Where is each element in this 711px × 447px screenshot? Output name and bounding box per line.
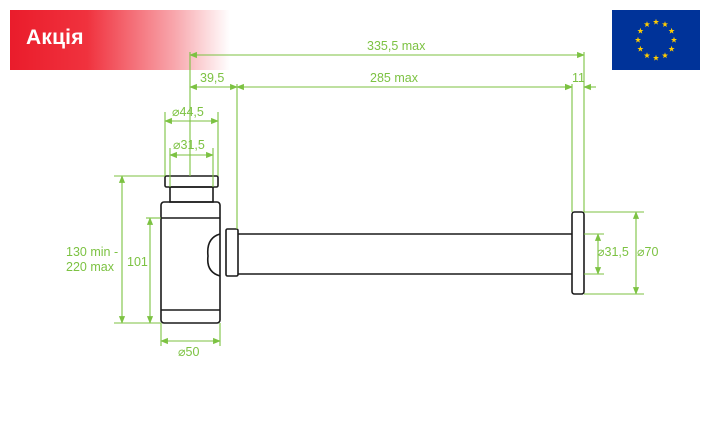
promo-label: Акція <box>26 26 84 49</box>
eu-flag-icon <box>612 10 700 70</box>
flag-star <box>661 52 669 59</box>
flag-star <box>668 45 675 52</box>
dim-total-length: 335,5 max <box>367 39 426 53</box>
dim-inner-diameter: ⌀31,5 <box>173 138 205 152</box>
dim-flange-thickness: 11 <box>572 71 585 85</box>
flag-star <box>643 52 651 59</box>
promo-badge[interactable]: Акція <box>10 10 230 70</box>
flag-star <box>652 18 660 25</box>
top-cap <box>164 175 219 188</box>
dim-body-height: 101 <box>127 255 148 269</box>
flag-star <box>661 21 669 27</box>
siphon-outline <box>160 175 585 324</box>
flag-star <box>643 21 651 27</box>
dim-body-offset: 39,5 <box>200 71 224 85</box>
neck <box>169 186 214 203</box>
flag-star <box>652 54 660 61</box>
flag-star <box>637 45 644 52</box>
dim-height-range-line1: 130 min - <box>66 245 118 259</box>
siphon-body <box>160 201 221 324</box>
flag-star <box>637 27 644 34</box>
dim-body-diameter: ⌀50 <box>178 345 199 359</box>
dimension-lines <box>114 51 644 346</box>
wall-flange <box>571 211 585 295</box>
outlet-bulge <box>206 233 221 277</box>
dimension-labels: 335,5 max 39,5 285 max 11 ⌀44,5 ⌀31,5 13… <box>66 39 658 359</box>
dim-flange-diameter: ⌀70 <box>637 245 658 259</box>
dim-pipe-diameter: ⌀31,5 <box>597 245 629 259</box>
flag-star <box>668 27 675 34</box>
flag-star <box>670 36 678 43</box>
dim-outlet-diameter: ⌀44,5 <box>172 105 204 119</box>
dim-height-range-line2: 220 max <box>66 260 115 274</box>
dim-tube-length: 285 max <box>370 71 419 85</box>
connector-nut <box>225 228 239 277</box>
flag-star <box>634 36 642 43</box>
eu-flag-stars <box>634 18 678 61</box>
